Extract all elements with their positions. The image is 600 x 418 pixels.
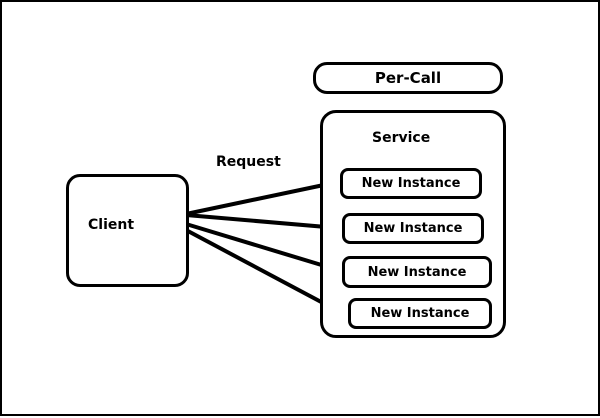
new-instance-label: New Instance — [370, 306, 470, 321]
new-instance-label: New Instance — [361, 176, 461, 191]
client-box — [66, 174, 189, 287]
arrow-4 — [185, 228, 340, 312]
new-instance-box-1: New Instance — [340, 168, 482, 199]
new-instance-label: New Instance — [363, 221, 463, 236]
new-instance-box-3: New Instance — [342, 256, 492, 288]
new-instance-box-4: New Instance — [348, 298, 492, 329]
service-label: Service — [372, 130, 431, 146]
client-label: Client — [88, 217, 135, 233]
per-call-box: Per-Call — [313, 62, 503, 94]
arrow-2 — [185, 213, 338, 228]
arrow-3 — [185, 222, 338, 270]
per-call-label: Per-Call — [374, 69, 442, 87]
new-instance-label: New Instance — [367, 264, 467, 280]
arrow-1 — [185, 182, 338, 216]
new-instance-box-2: New Instance — [342, 213, 484, 244]
request-label: Request — [216, 154, 281, 170]
